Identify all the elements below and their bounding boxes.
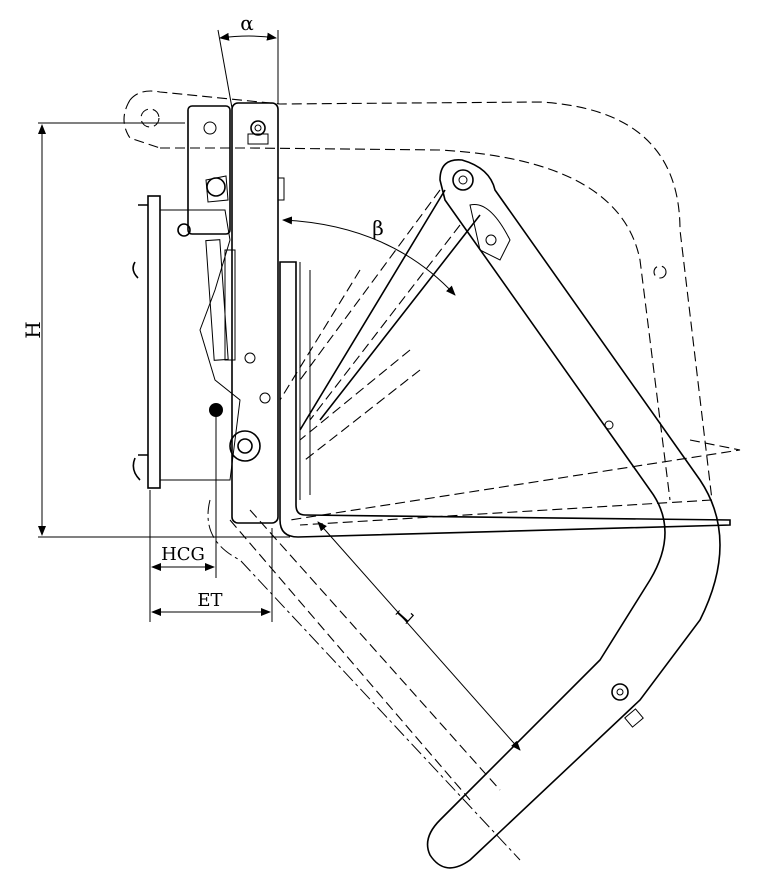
- dimension-label-alpha: α: [240, 11, 254, 35]
- dimension-l: L: [317, 521, 521, 751]
- dimension-label-h: H: [21, 321, 45, 338]
- dashed-ghost-forks: [207, 189, 521, 861]
- dimension-et: ET: [151, 528, 273, 622]
- dimension-label-hcg: HCG: [161, 544, 205, 565]
- dimension-alpha: α: [217, 11, 279, 109]
- dimension-label-et: ET: [197, 590, 222, 611]
- dimension-hcg: HCG: [149, 418, 217, 622]
- fork-tine: [279, 261, 731, 538]
- cylinder-assembly: [205, 239, 271, 462]
- dimension-label-beta: β: [372, 216, 384, 240]
- dimension-beta: β: [282, 216, 456, 296]
- carriage-plate: [132, 175, 241, 489]
- dashed-ghost-arm-upper: [123, 90, 741, 526]
- dimension-label-l: L: [391, 602, 418, 628]
- dimension-h: H: [21, 122, 290, 538]
- rotated-clamp-arm: [299, 159, 721, 869]
- vertical-clamp-arm: [187, 102, 285, 524]
